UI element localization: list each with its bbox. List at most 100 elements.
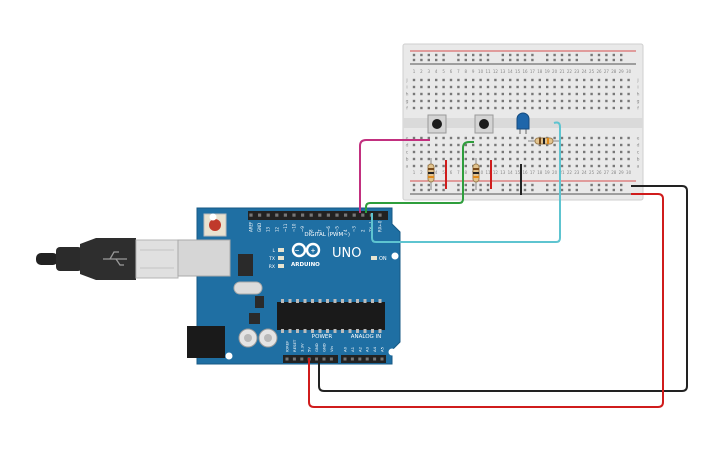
breadboard-hole[interactable]: [627, 78, 630, 82]
breadboard-hole[interactable]: [464, 78, 467, 82]
breadboard-hole[interactable]: [590, 183, 593, 187]
breadboard-hole[interactable]: [457, 58, 460, 62]
breadboard-hole[interactable]: [494, 143, 497, 147]
breadboard-hole[interactable]: [620, 85, 623, 89]
breadboard-hole[interactable]: [583, 106, 586, 110]
breadboard-hole[interactable]: [427, 157, 430, 161]
breadboard-hole[interactable]: [479, 150, 482, 154]
breadboard-hole[interactable]: [509, 106, 512, 110]
breadboard-hole[interactable]: [568, 183, 571, 187]
breadboard-hole[interactable]: [412, 150, 416, 154]
breadboard-hole[interactable]: [560, 92, 564, 96]
breadboard-hole[interactable]: [568, 188, 571, 192]
breadboard-hole[interactable]: [501, 99, 504, 103]
breadboard-hole[interactable]: [538, 99, 541, 103]
breadboard-hole[interactable]: [464, 164, 467, 168]
breadboard-hole[interactable]: [583, 85, 586, 89]
breadboard-hole[interactable]: [605, 188, 608, 192]
push-button-cap[interactable]: [432, 119, 442, 129]
breadboard-hole[interactable]: [523, 164, 527, 168]
breadboard-hole[interactable]: [612, 78, 615, 82]
breadboard-hole[interactable]: [464, 106, 467, 110]
breadboard-hole[interactable]: [553, 78, 556, 82]
breadboard-hole[interactable]: [412, 85, 416, 89]
breadboard-hole[interactable]: [583, 157, 586, 161]
breadboard-hole[interactable]: [516, 92, 519, 96]
breadboard-hole[interactable]: [435, 136, 438, 140]
breadboard-hole[interactable]: [457, 99, 460, 103]
breadboard-hole[interactable]: [464, 157, 467, 161]
breadboard-hole[interactable]: [546, 106, 549, 110]
breadboard-hole[interactable]: [472, 85, 475, 89]
breadboard-hole[interactable]: [427, 85, 430, 89]
breadboard-hole[interactable]: [457, 157, 460, 161]
breadboard-hole[interactable]: [472, 143, 475, 147]
breadboard-hole[interactable]: [435, 143, 438, 147]
header-pin[interactable]: [266, 213, 270, 217]
breadboard-hole[interactable]: [605, 99, 608, 103]
breadboard-hole[interactable]: [583, 92, 586, 96]
breadboard-hole[interactable]: [560, 58, 564, 62]
breadboard-hole[interactable]: [486, 106, 490, 110]
breadboard-hole[interactable]: [546, 143, 549, 147]
breadboard-hole[interactable]: [509, 183, 512, 187]
breadboard-hole[interactable]: [457, 85, 460, 89]
breadboard-hole[interactable]: [479, 188, 482, 192]
breadboard-hole[interactable]: [538, 143, 541, 147]
reset-button[interactable]: [209, 219, 221, 231]
breadboard-hole[interactable]: [612, 53, 615, 57]
breadboard-hole[interactable]: [501, 85, 504, 89]
breadboard-hole[interactable]: [575, 150, 578, 154]
breadboard-hole[interactable]: [523, 99, 527, 103]
breadboard-hole[interactable]: [553, 53, 556, 57]
breadboard-hole[interactable]: [538, 164, 541, 168]
breadboard-hole[interactable]: [523, 157, 527, 161]
breadboard-hole[interactable]: [605, 58, 608, 62]
breadboard-hole[interactable]: [457, 78, 460, 82]
breadboard-hole[interactable]: [605, 164, 608, 168]
breadboard-hole[interactable]: [620, 78, 623, 82]
breadboard-hole[interactable]: [553, 183, 556, 187]
breadboard-hole[interactable]: [575, 183, 578, 187]
breadboard-hole[interactable]: [597, 136, 601, 140]
breadboard-hole[interactable]: [597, 106, 601, 110]
breadboard-hole[interactable]: [442, 164, 445, 168]
breadboard-hole[interactable]: [612, 106, 615, 110]
breadboard-hole[interactable]: [620, 58, 623, 62]
header-pin[interactable]: [335, 213, 339, 217]
breadboard-hole[interactable]: [449, 106, 453, 110]
breadboard-hole[interactable]: [560, 143, 564, 147]
breadboard-hole[interactable]: [568, 164, 571, 168]
breadboard-hole[interactable]: [412, 78, 416, 82]
breadboard-hole[interactable]: [612, 58, 615, 62]
breadboard-hole[interactable]: [486, 150, 490, 154]
breadboard-hole[interactable]: [479, 92, 482, 96]
breadboard-hole[interactable]: [605, 53, 608, 57]
breadboard-hole[interactable]: [568, 157, 571, 161]
header-pin[interactable]: [258, 213, 262, 217]
breadboard-hole[interactable]: [568, 92, 571, 96]
breadboard-hole[interactable]: [575, 85, 578, 89]
breadboard-hole[interactable]: [501, 188, 504, 192]
breadboard-hole[interactable]: [449, 143, 453, 147]
breadboard-hole[interactable]: [531, 188, 534, 192]
breadboard-hole[interactable]: [442, 136, 445, 140]
breadboard-hole[interactable]: [546, 188, 549, 192]
breadboard-hole[interactable]: [523, 188, 527, 192]
breadboard-hole[interactable]: [427, 58, 430, 62]
breadboard-hole[interactable]: [620, 188, 623, 192]
breadboard-hole[interactable]: [486, 53, 490, 57]
breadboard-hole[interactable]: [560, 188, 564, 192]
breadboard-hole[interactable]: [597, 58, 601, 62]
breadboard-hole[interactable]: [627, 106, 630, 110]
breadboard-hole[interactable]: [486, 188, 490, 192]
breadboard-hole[interactable]: [442, 183, 445, 187]
breadboard-hole[interactable]: [531, 143, 534, 147]
breadboard-hole[interactable]: [605, 85, 608, 89]
breadboard-hole[interactable]: [605, 136, 608, 140]
header-pin[interactable]: [318, 213, 322, 217]
header-pin[interactable]: [378, 213, 382, 217]
breadboard-hole[interactable]: [546, 157, 549, 161]
breadboard-hole[interactable]: [612, 85, 615, 89]
breadboard-hole[interactable]: [597, 188, 601, 192]
